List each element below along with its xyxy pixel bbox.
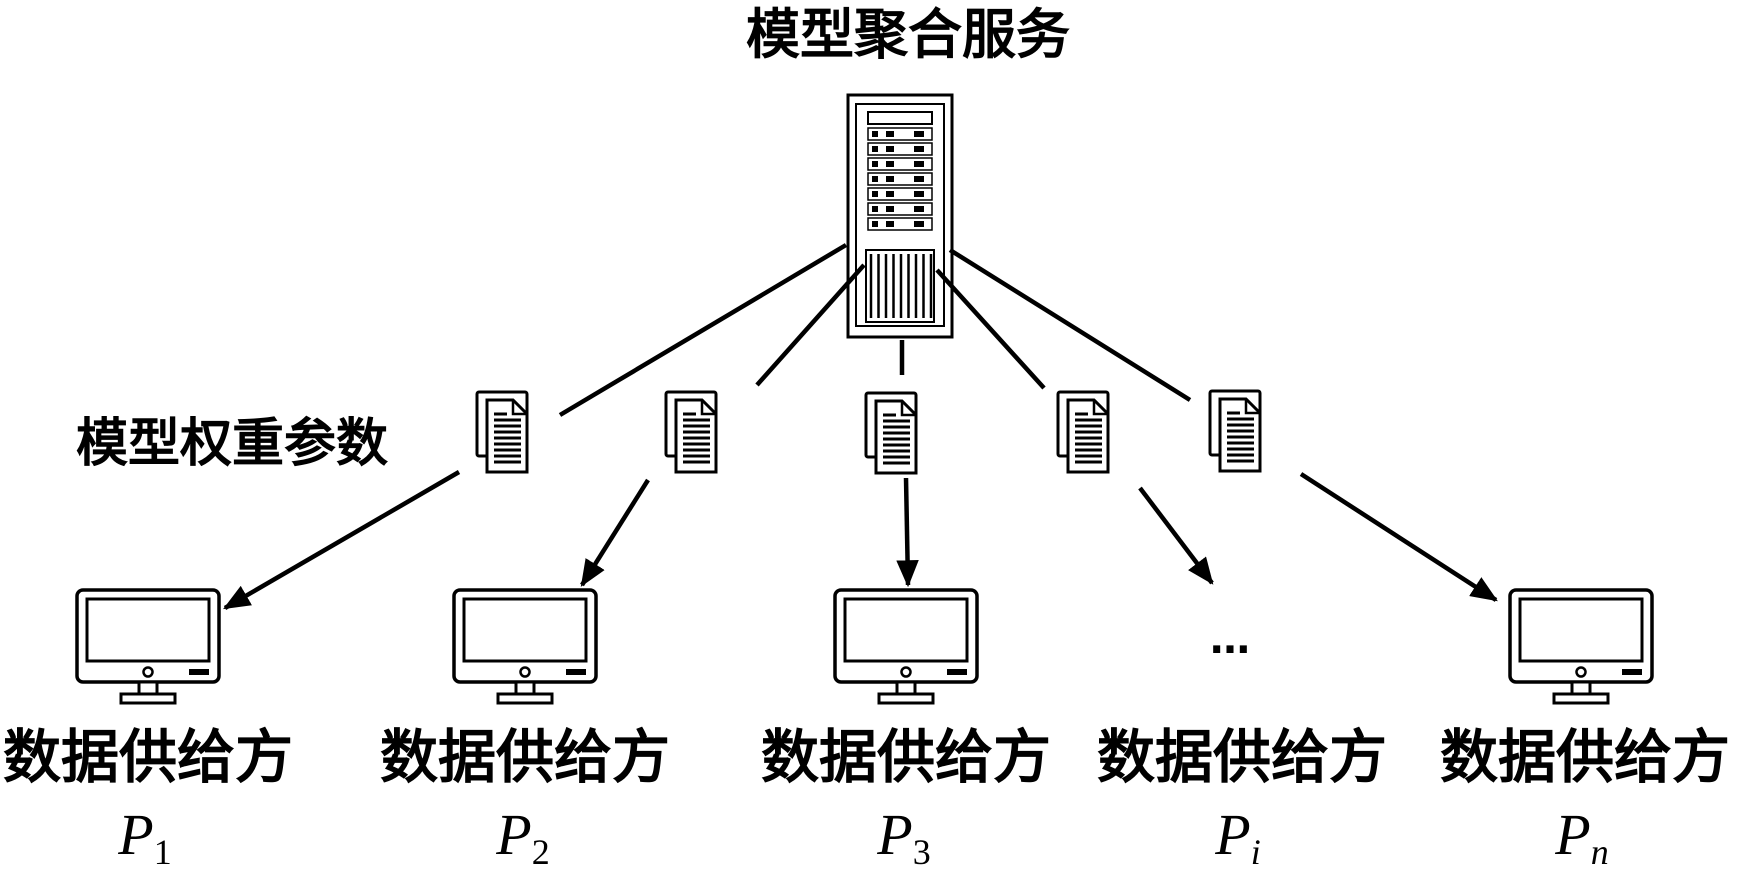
provider-id-n: Pn (1555, 806, 1608, 871)
connector-line (948, 248, 1192, 402)
document-icon (1208, 389, 1262, 473)
provider-label-n: 数据供给方 (1439, 723, 1731, 791)
ellipsis: … (1210, 617, 1250, 663)
server-rack-icon (846, 93, 954, 339)
provider-label-3: 数据供给方 (760, 723, 1052, 791)
connector-line (755, 263, 866, 387)
provider-id-name: P (496, 802, 532, 867)
provider-label-1: 数据供给方 (2, 723, 294, 791)
document-icon (1056, 390, 1110, 474)
provider-id-2: P2 (496, 806, 549, 871)
arrow (223, 470, 461, 610)
provider-id-sub: 3 (912, 832, 931, 872)
arrow (580, 478, 650, 587)
provider-id-name: P (877, 802, 913, 867)
provider-label-i: 数据供给方 (1096, 723, 1388, 791)
provider-id-3: P3 (877, 806, 930, 871)
provider-id-name: P (1215, 802, 1251, 867)
provider-id-i: Pi (1215, 806, 1260, 871)
connector-line (558, 243, 848, 417)
computer-icon (833, 588, 979, 705)
provider-id-name: P (118, 802, 154, 867)
arrow (1299, 472, 1498, 602)
arrow (896, 477, 919, 588)
provider-id-sub: 2 (531, 832, 550, 872)
weights-label: 模型权重参数 (76, 414, 389, 474)
provider-id-name: P (1555, 802, 1591, 867)
provider-label-2: 数据供给方 (379, 723, 671, 791)
provider-id-1: P1 (118, 806, 171, 871)
server-label: 模型聚合服务 (746, 3, 1070, 66)
computer-icon (1508, 588, 1654, 705)
computer-icon (75, 588, 221, 705)
document-icon (864, 391, 918, 475)
arrow (1138, 486, 1214, 585)
computer-icon (452, 588, 598, 705)
document-icon (664, 390, 718, 474)
provider-id-sub: 1 (153, 832, 172, 872)
provider-id-sub: i (1250, 832, 1261, 872)
connector-line (935, 268, 1046, 390)
document-icon (475, 390, 529, 474)
provider-id-sub: n (1590, 832, 1609, 872)
